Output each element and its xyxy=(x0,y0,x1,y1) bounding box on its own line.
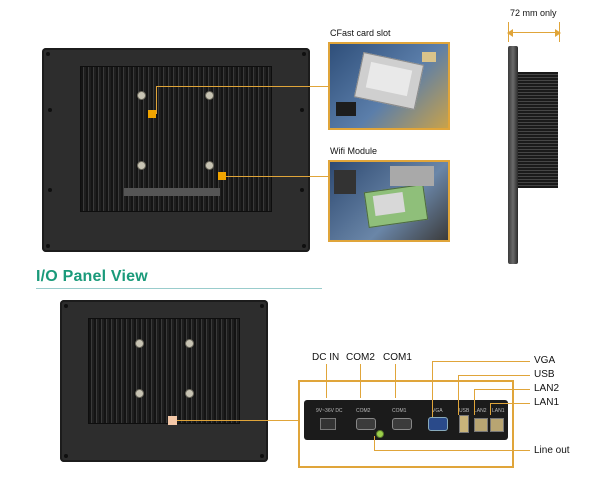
vga-port xyxy=(428,417,448,431)
cfast-marker xyxy=(148,110,156,118)
heatsink-screw xyxy=(135,389,144,398)
heatsink-screw xyxy=(205,91,214,100)
dc-in-port xyxy=(320,418,336,430)
side-view-panel xyxy=(508,46,518,264)
side-screw xyxy=(300,108,304,112)
heading-underline xyxy=(36,288,322,289)
bottom-connectors xyxy=(124,188,220,196)
lan1-label: LAN1 xyxy=(534,397,560,408)
strip-lan1: LAN1 xyxy=(492,408,505,414)
lan2-label: LAN2 xyxy=(534,383,560,394)
strip-lan2: LAN2 xyxy=(474,408,487,414)
cfast-leader-v xyxy=(156,86,157,114)
io-marker xyxy=(168,416,177,425)
heatsink-screw xyxy=(137,91,146,100)
lan1-port xyxy=(490,418,504,432)
strip-dc: 9V~36V DC xyxy=(316,408,343,414)
wifi-photo xyxy=(328,160,450,242)
strip-com1: COM1 xyxy=(392,408,407,414)
vga-label: VGA xyxy=(534,355,556,366)
lan1-leader-v xyxy=(490,403,491,415)
corner-screw xyxy=(46,244,50,248)
line-out-port xyxy=(376,430,384,438)
back-view-panel xyxy=(42,48,310,252)
lan1-leader-h xyxy=(490,403,530,404)
line-out-leader-v xyxy=(374,436,375,450)
com2-label: COM2 xyxy=(346,352,375,363)
usb-label: USB xyxy=(534,369,555,380)
heatsink-screw xyxy=(185,339,194,348)
line-out-leader-h xyxy=(374,450,530,451)
section-title: I/O Panel View xyxy=(36,268,148,285)
lan2-leader-h xyxy=(474,389,530,390)
corner-screw xyxy=(260,304,264,308)
com1-leader xyxy=(395,364,396,398)
heatsink xyxy=(80,66,272,212)
usb-leader-h xyxy=(458,375,530,376)
corner-screw xyxy=(302,52,306,56)
wifi-marker xyxy=(218,172,226,180)
lan2-port xyxy=(474,418,488,432)
lan2-leader-v xyxy=(474,389,475,415)
heatsink-screw xyxy=(205,161,214,170)
wifi-leader-h xyxy=(226,176,328,177)
com1-label: COM1 xyxy=(383,352,412,363)
usb-port xyxy=(459,415,469,433)
io-strip: 9V~36V DC COM2 COM1 VGA USB LAN2 LAN1 xyxy=(304,400,508,440)
io-leader xyxy=(177,420,298,421)
com2-port xyxy=(356,418,376,430)
corner-screw xyxy=(46,52,50,56)
strip-vga: VGA xyxy=(432,408,443,414)
heatsink xyxy=(88,318,240,424)
com1-port xyxy=(392,418,412,430)
corner-screw xyxy=(64,304,68,308)
cfast-photo xyxy=(328,42,450,130)
dc-in-label: DC IN xyxy=(312,352,340,363)
corner-screw xyxy=(64,454,68,458)
heatsink-screw xyxy=(137,161,146,170)
io-panel-back-view xyxy=(60,300,268,462)
corner-screw xyxy=(302,244,306,248)
com2-leader xyxy=(360,364,361,398)
strip-com2: COM2 xyxy=(356,408,371,414)
dc-in-leader xyxy=(326,364,327,398)
side-width-label: 72 mm only xyxy=(510,8,557,18)
heatsink-screw xyxy=(135,339,144,348)
corner-screw xyxy=(260,454,264,458)
side-width-dim xyxy=(507,22,561,42)
vga-leader-v xyxy=(432,361,433,417)
side-view-heatsink xyxy=(518,72,558,188)
side-screw xyxy=(300,188,304,192)
strip-usb: USB xyxy=(459,408,470,414)
cfast-label: CFast card slot xyxy=(330,28,391,38)
vga-leader-h xyxy=(432,361,530,362)
side-screw xyxy=(48,108,52,112)
wifi-label: Wifi Module xyxy=(330,146,378,156)
heatsink-screw xyxy=(185,389,194,398)
usb-leader-v xyxy=(458,375,459,415)
io-callout-box: 9V~36V DC COM2 COM1 VGA USB LAN2 LAN1 xyxy=(298,380,514,468)
line-out-label: Line out xyxy=(534,445,570,456)
side-screw xyxy=(48,188,52,192)
cfast-leader-h xyxy=(156,86,328,87)
